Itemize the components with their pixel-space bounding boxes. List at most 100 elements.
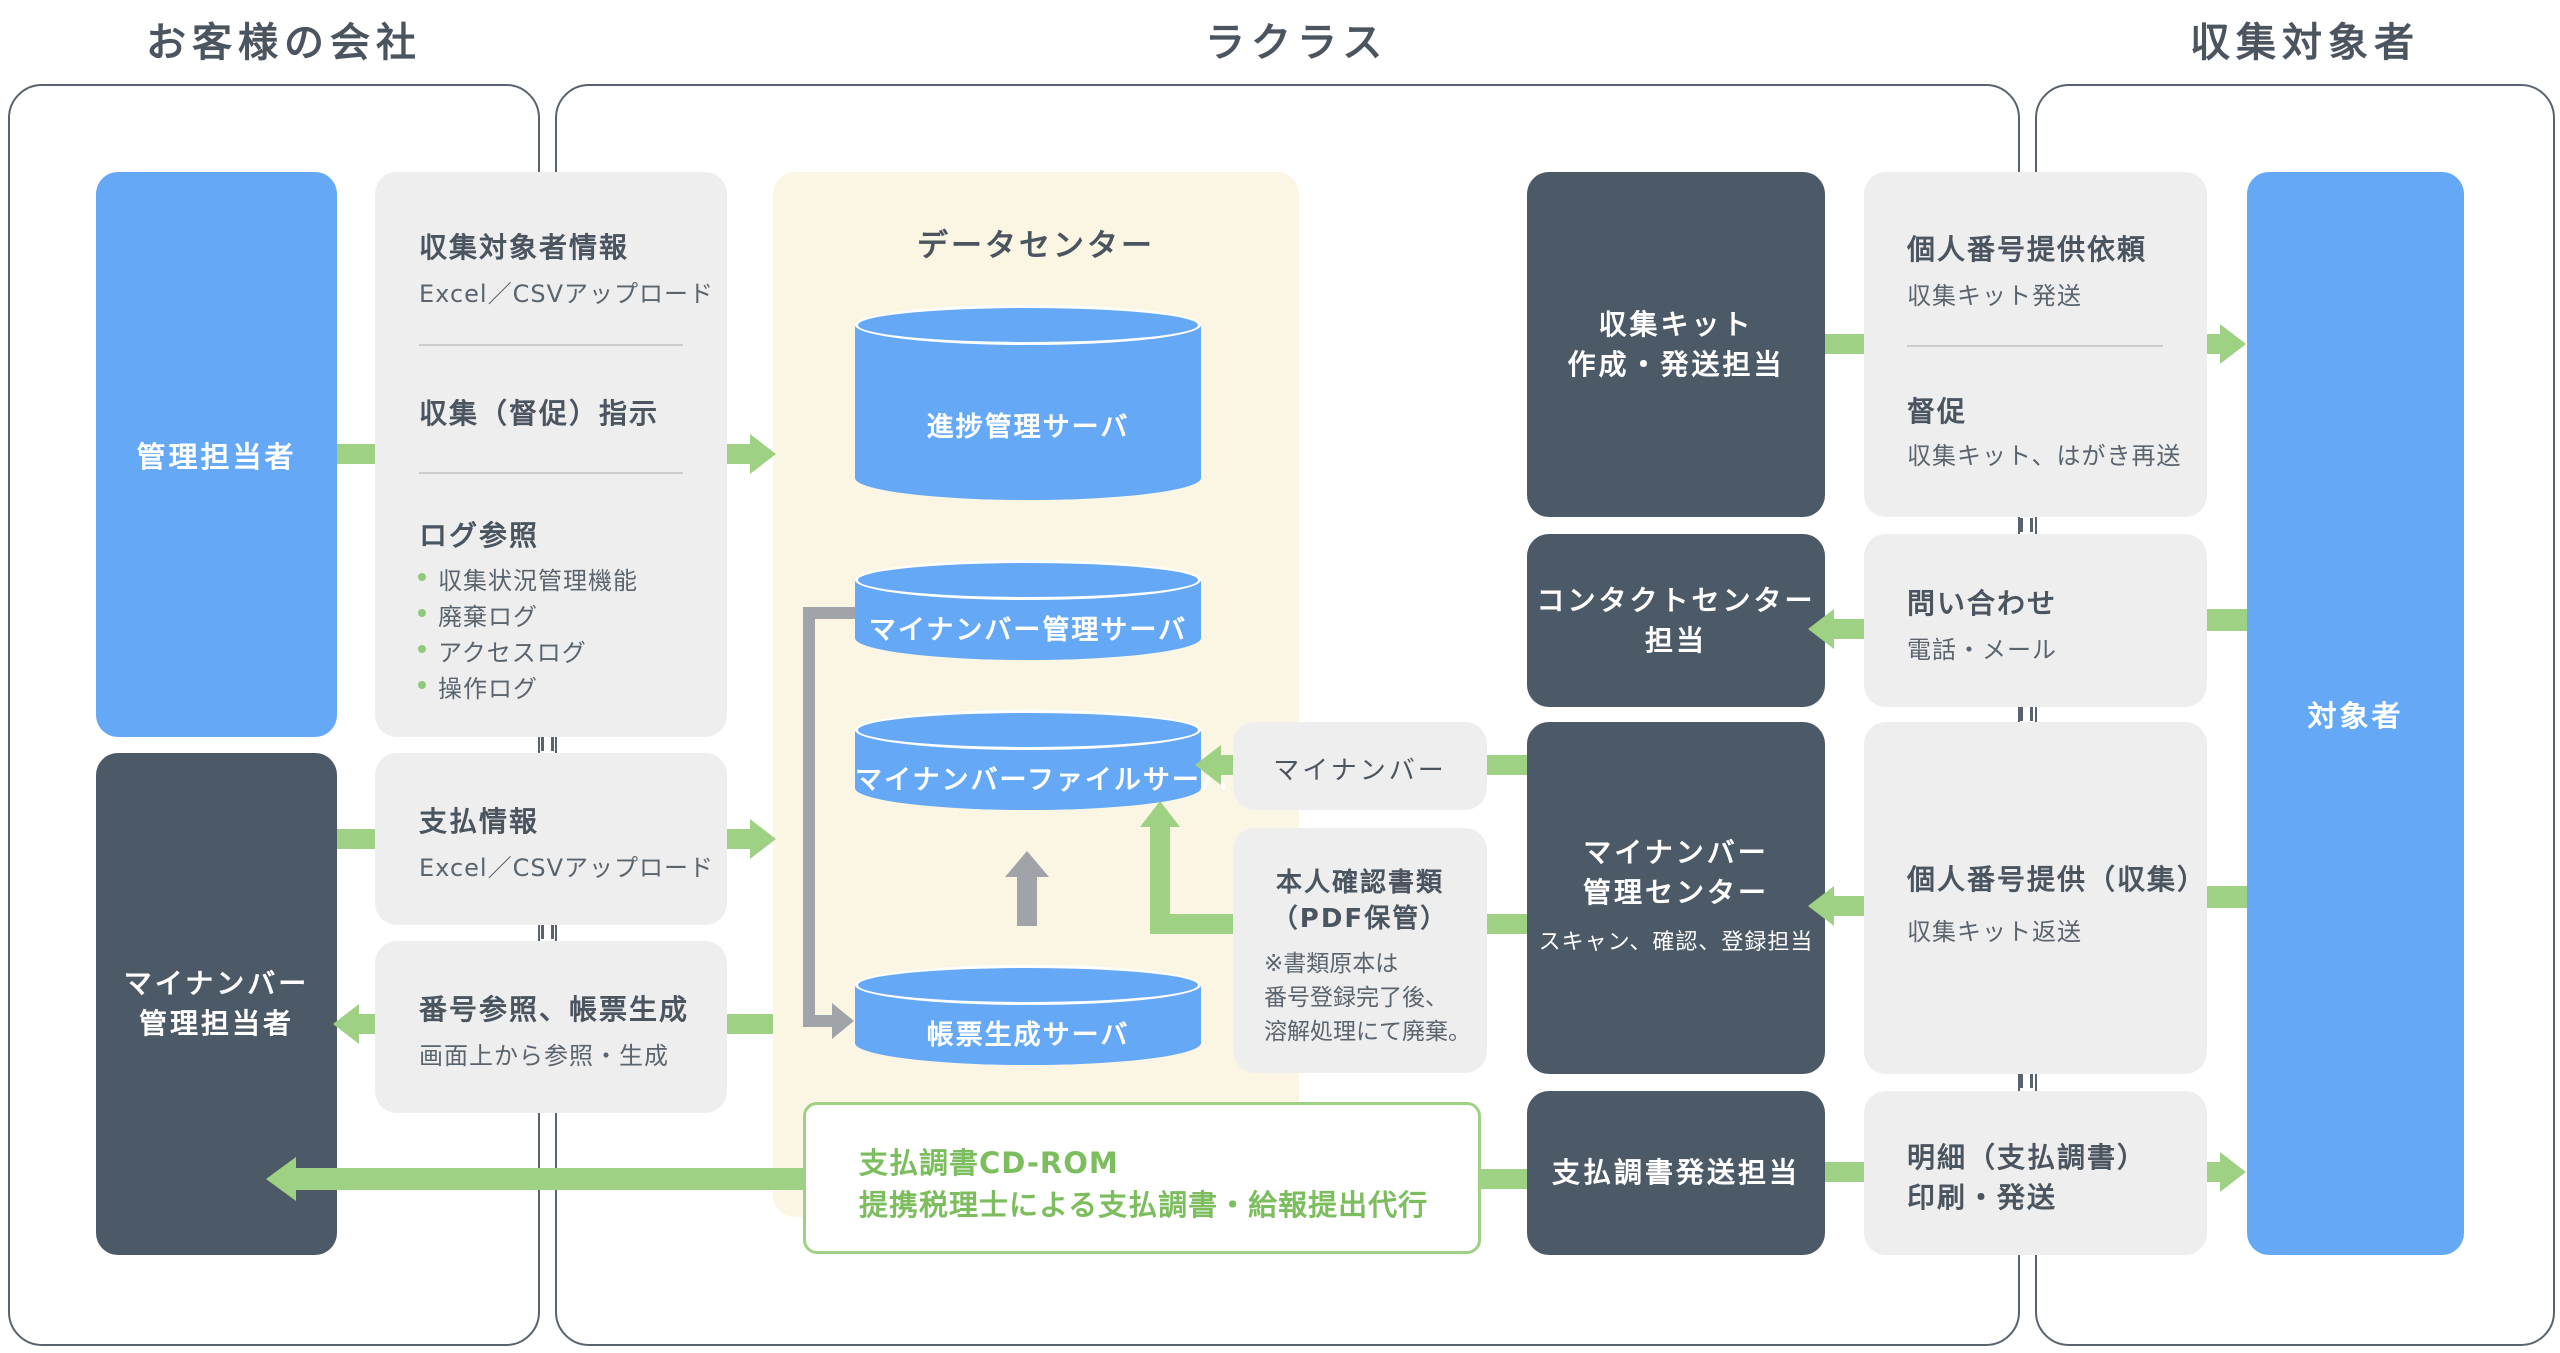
- arrow-up-icon: [1005, 851, 1049, 877]
- progress-server: 進捗管理サーバ: [855, 305, 1201, 500]
- connector: [1487, 914, 1527, 934]
- target-column-title: 収集対象者: [2190, 20, 2420, 66]
- provide-title: 個人番号提供（収集）: [1907, 863, 2208, 896]
- connector: [803, 607, 815, 1027]
- mynumber-management-server-label: マイナンバー管理サーバ: [868, 615, 1188, 646]
- payment-info-title: 支払情報: [419, 805, 540, 838]
- arrow-right-icon: [2220, 1152, 2246, 1192]
- contact-line1: コンタクトセンター: [1536, 583, 1816, 617]
- arrow-shaft: [1150, 826, 1170, 934]
- payment-info-sub: Excel／CSVアップロード: [419, 854, 714, 882]
- request-sub: 収集キット発送: [1907, 282, 2082, 310]
- arrow-left-icon: [333, 1004, 359, 1044]
- request-panel: [1864, 172, 2207, 517]
- kit-line2: 作成・発送担当: [1567, 347, 1785, 381]
- reference-panel: [375, 941, 727, 1113]
- arrow-shaft: [1017, 876, 1037, 926]
- tick: [2020, 518, 2023, 532]
- connector: [803, 1015, 833, 1027]
- id-documents-title2: （PDF保管）: [1271, 904, 1449, 934]
- kit-line1: 収集キット: [1598, 307, 1754, 341]
- contact-center-box: コンタクトセンター 担当: [1527, 534, 1825, 707]
- connector: [1150, 914, 1233, 934]
- arrow-right-icon: [832, 1003, 854, 1039]
- tick: [2020, 1074, 2023, 1088]
- connector: [803, 607, 855, 619]
- remind-title: 督促: [1907, 395, 1968, 428]
- progress-server-label: 進捗管理サーバ: [926, 412, 1130, 443]
- connector: [1481, 1169, 1527, 1189]
- mynumber-center-box: マイナンバー 管理センター スキャン、確認、登録担当: [1527, 722, 1825, 1074]
- mynumber-panel: [1233, 722, 1487, 810]
- id-documents-note3: 溶解処理にて廃棄。: [1264, 1019, 1471, 1045]
- payment-send-label: 支払調書発送担当: [1551, 1156, 1800, 1189]
- tick: [551, 737, 554, 751]
- admin-box: 管理担当者: [96, 172, 337, 737]
- mynumber-admin-line2: 管理担当者: [138, 1007, 294, 1040]
- connector: [1825, 334, 1864, 354]
- arrow-shaft: [1220, 755, 1233, 775]
- connector: [2207, 886, 2247, 908]
- id-documents-note1: ※書類原本は: [1264, 951, 1399, 977]
- divider: [419, 344, 683, 346]
- arrow-shaft: [358, 1014, 375, 1034]
- reference-sub: 画面上から参照・生成: [419, 1042, 669, 1070]
- tick: [2030, 707, 2033, 721]
- divider: [419, 472, 683, 474]
- reference-title: 番号参照、帳票生成: [419, 993, 690, 1026]
- detail-panel: [1864, 1091, 2207, 1255]
- contact-line2: 担当: [1644, 623, 1707, 657]
- target-box: 対象者: [2247, 172, 2464, 1255]
- target-frame: [2035, 84, 2555, 1346]
- mnc-sub: スキャン、確認、登録担当: [1538, 930, 1814, 955]
- arrow-shaft: [2207, 334, 2221, 354]
- collection-info-panel: [375, 172, 727, 737]
- connector: [337, 829, 375, 849]
- arrow-right-icon: [750, 819, 776, 859]
- mnc-line1: マイナンバー: [1583, 836, 1769, 869]
- tick: [2030, 1074, 2033, 1088]
- arrow-shaft: [295, 1168, 803, 1190]
- detail-line2: 印刷・発送: [1907, 1181, 2058, 1214]
- tick: [2030, 518, 2033, 532]
- provide-panel: [1864, 722, 2207, 1074]
- id-documents-note2: 番号登録完了後、: [1264, 985, 1448, 1011]
- panel-info-title3: ログ参照: [419, 519, 540, 552]
- panel-info-title1: 収集対象者情報: [419, 231, 630, 264]
- log-bullet: アクセスログ: [418, 633, 587, 668]
- payment-info-panel: [375, 753, 727, 925]
- mnc-line2: 管理センター: [1582, 876, 1769, 909]
- tick: [2020, 707, 2023, 721]
- panel-info-title2: 収集（督促）指示: [419, 397, 660, 430]
- divider: [1907, 345, 2163, 347]
- cdrom-line1: 支払調書CD-ROM: [859, 1146, 1119, 1180]
- arrow-shaft: [727, 829, 751, 849]
- arrow-left-icon: [1195, 745, 1221, 785]
- provide-sub: 収集キット返送: [1907, 918, 2082, 946]
- connector: [2207, 609, 2247, 631]
- tick: [541, 925, 544, 939]
- request-title: 個人番号提供依頼: [1907, 233, 2148, 266]
- arrow-right-icon: [750, 434, 776, 474]
- log-bullet: 廃棄ログ: [418, 597, 538, 632]
- form-generation-server: 帳票生成サーバ: [855, 965, 1201, 1065]
- payment-send-box: 支払調書発送担当: [1527, 1091, 1825, 1255]
- mynumber-management-server: マイナンバー管理サーバ: [855, 560, 1201, 660]
- log-bullet: 操作ログ: [418, 669, 538, 704]
- kit-creation-box: 収集キット 作成・発送担当: [1527, 172, 1825, 517]
- form-generation-server-label: 帳票生成サーバ: [926, 1020, 1130, 1051]
- mynumber-file-server: マイナンバーファイルサーバ: [855, 710, 1228, 810]
- arrow-shaft: [1833, 619, 1864, 639]
- inquiry-title: 問い合わせ: [1907, 587, 2058, 620]
- connector: [1487, 755, 1527, 775]
- panel-info-sub1: Excel／CSVアップロード: [419, 280, 714, 308]
- inquiry-panel: [1864, 534, 2207, 707]
- cdrom-line2: 提携税理士による支払調書・給報提出代行: [859, 1188, 1429, 1222]
- id-documents-title1: 本人確認書類: [1275, 868, 1444, 898]
- customer-column-title: お客様の会社: [146, 20, 422, 66]
- arrow-right-icon: [2220, 324, 2246, 364]
- cdrom-box: [803, 1102, 1481, 1254]
- mynumber-panel-label: マイナンバー: [1273, 756, 1447, 786]
- arrow-shaft: [1833, 896, 1864, 916]
- inquiry-sub: 電話・メール: [1907, 636, 2057, 664]
